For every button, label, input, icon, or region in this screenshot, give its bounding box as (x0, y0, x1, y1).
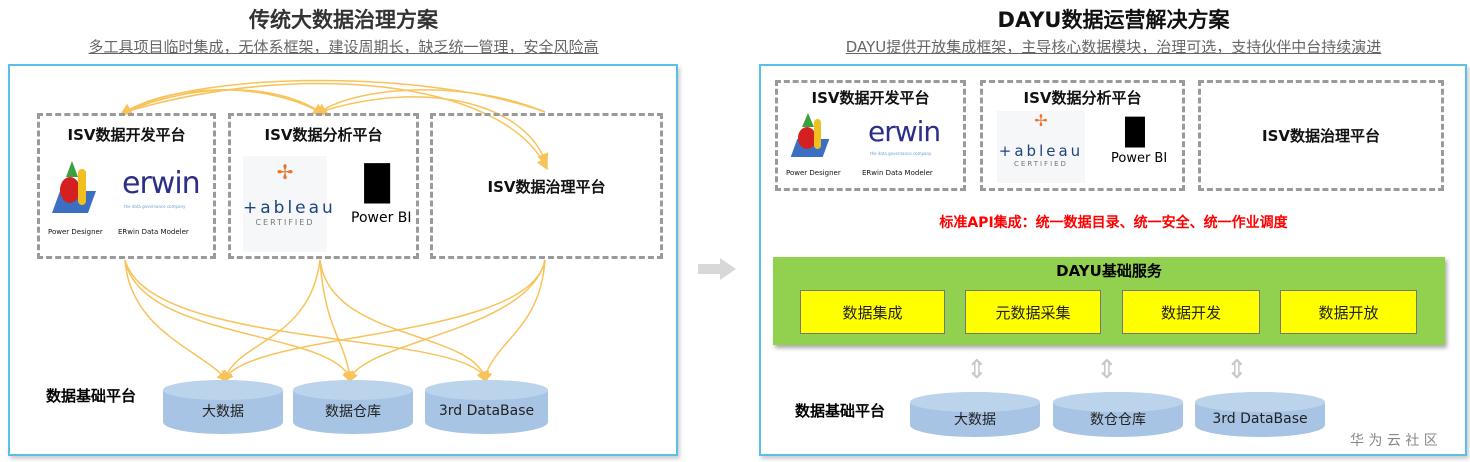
tableau-certified: CERTIFIED (255, 218, 315, 227)
left-governance-title: ISV数据治理平台 (487, 177, 606, 196)
store-label: 大数据 (202, 404, 244, 420)
left-analysis-platform: ISV数据分析平台 ✢ +ableau CERTIFIED ▐▌ Power B… (228, 113, 419, 259)
right-governance-platform: ISV数据治理平台 (1198, 80, 1444, 191)
bidirectional-arrow-icon: ⇕ (1226, 355, 1248, 385)
tableau-cross-icon: ✢ (1034, 111, 1048, 130)
store-label: 数仓仓库 (1090, 411, 1146, 428)
erwin-tagline: the data governance company (870, 151, 932, 156)
tableau-wordmark: +ableau (243, 198, 336, 218)
power-designer-label: Power Designer (786, 169, 841, 177)
right-base-label: 数据基础平台 (795, 402, 886, 420)
left-store-bigdata: 大数据 (163, 380, 283, 434)
right-store-bigdata: 大数据 (910, 392, 1040, 437)
power-designer-label: Power Designer (48, 228, 103, 236)
erwin-tagline: the data governance company (124, 204, 186, 209)
tableau-cross-icon: ✢ (276, 160, 294, 184)
right-dev-platform: ISV数据开发平台 Power Designer erwin the data … (775, 80, 966, 191)
powerbi-label: Power BI (351, 210, 412, 226)
transition-arrow-icon (698, 258, 740, 280)
erwin-logo: erwin (868, 115, 941, 148)
bidirectional-arrow-icon: ⇕ (1096, 355, 1118, 385)
store-label: 数据仓库 (325, 404, 381, 420)
api-integration-text: 标准API集成：统一数据目录、统一安全、统一作业调度 (939, 215, 1288, 231)
left-governance-platform: ISV数据治理平台 (430, 113, 663, 259)
left-subtitle: 多工具项目临时集成，无体系框架，建设周期长，缺乏统一管理，安全风险高 (88, 38, 599, 56)
powerbi-chart-icon: ▐▌ (1115, 118, 1155, 148)
watermark: 华 为 云 社 区 (1350, 433, 1438, 449)
left-base-label: 数据基础平台 (46, 387, 137, 405)
tableau-wordmark: +ableau (998, 142, 1084, 160)
left-analysis-title: ISV数据分析平台 (264, 126, 383, 144)
left-store-warehouse: 数据仓库 (293, 380, 413, 434)
right-store-warehouse: 数仓仓库 (1053, 392, 1183, 437)
right-store-3rd-db: 3rd DataBase (1195, 392, 1325, 437)
right-dev-title: ISV数据开发平台 (811, 89, 930, 107)
powerbi-logo: ▐▌ Power BI (351, 164, 412, 246)
erwin-modeler-label: ERwin Data Modeler (118, 228, 189, 236)
tableau-logo: ✢ +ableau CERTIFIED (243, 156, 336, 252)
left-dev-platform: ISV数据开发平台 Power Designer erwin the data … (37, 113, 216, 259)
integration-arrows (119, 79, 549, 384)
dayu-base-service-title: DAYU基础服务 (1056, 262, 1162, 280)
powerbi-label: Power BI (1111, 151, 1168, 166)
erwin-logo: erwin (122, 166, 201, 201)
left-store-3rd-db: 3rd DataBase (425, 380, 548, 434)
right-analysis-title: ISV数据分析平台 (1023, 89, 1142, 107)
service-data-development: 数据开发 (1122, 290, 1260, 334)
right-subtitle: DAYU提供开放集成框架，主导核心数据模块，治理可选，支持伙伴中台持续演进 (845, 38, 1382, 56)
right-governance-title: ISV数据治理平台 (1262, 127, 1380, 145)
tableau-certified: CERTIFIED (1014, 160, 1068, 168)
left-dev-title: ISV数据开发平台 (67, 126, 186, 144)
power-designer-logo (790, 113, 830, 163)
power-designer-logo (51, 161, 97, 221)
powerbi-chart-icon: ▐▌ (351, 164, 404, 204)
store-label: 3rd DataBase (1212, 410, 1308, 427)
service-data-open: 数据开放 (1280, 290, 1417, 334)
service-metadata-collection: 元数据采集 (965, 290, 1101, 334)
left-title: 传统大数据治理方案 (249, 8, 438, 32)
erwin-modeler-label: ERwin Data Modeler (862, 169, 933, 177)
store-label: 大数据 (954, 411, 996, 428)
tableau-logo: ✢ +ableau CERTIFIED (997, 111, 1085, 183)
bidirectional-arrow-icon: ⇕ (966, 355, 988, 385)
right-title: DAYU数据运营解决方案 (997, 8, 1230, 32)
right-analysis-platform: ISV数据分析平台 ✢ +ableau CERTIFIED ▐▌ Power B… (980, 80, 1185, 191)
powerbi-logo: ▐▌ Power BI (1111, 117, 1168, 183)
store-label: 3rd DataBase (438, 403, 535, 419)
service-data-integration: 数据集成 (800, 290, 945, 334)
